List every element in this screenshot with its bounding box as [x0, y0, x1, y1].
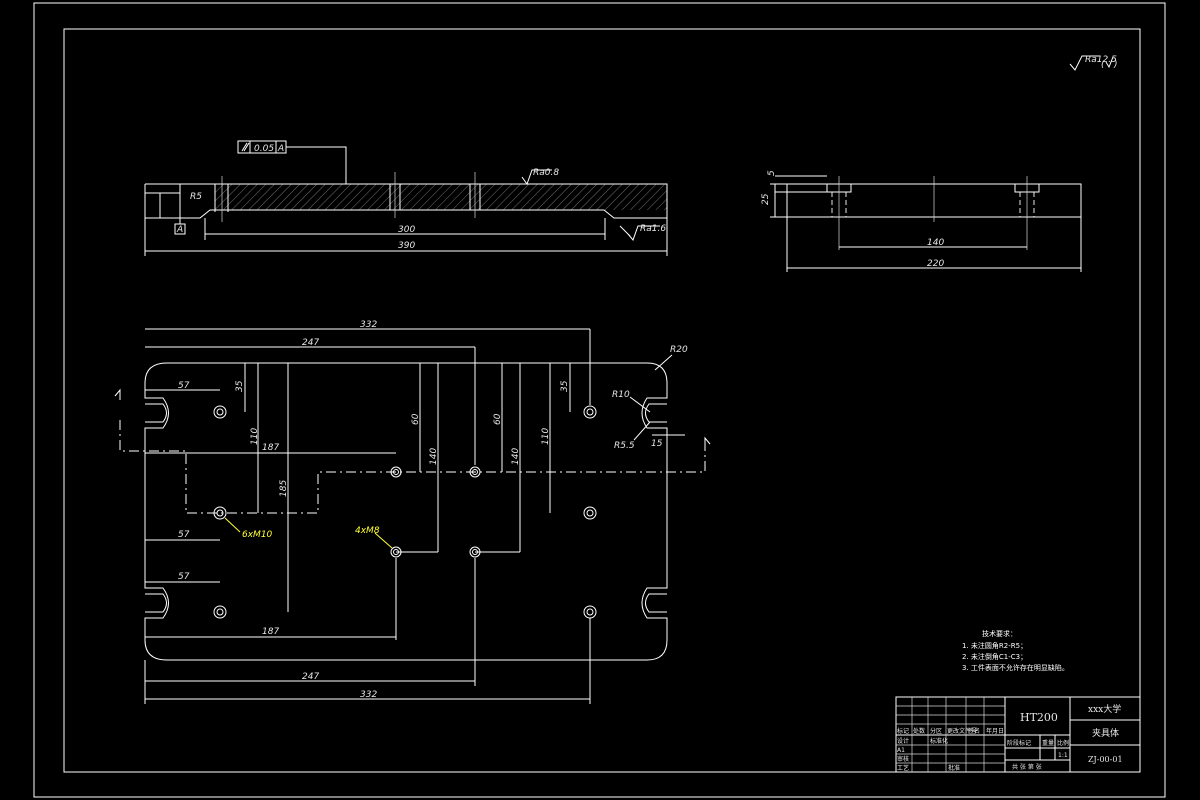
parallel-tolerance-value: 0.05 — [254, 144, 274, 154]
svg-text:): ) — [1113, 60, 1118, 70]
dim-5: 5 — [767, 170, 777, 176]
dim-57-c: 57 — [178, 572, 190, 582]
dim-15: 15 — [651, 439, 663, 449]
dim-247-top: 247 — [302, 338, 319, 348]
radius-r5-5: R5.5 — [614, 441, 635, 451]
tech-notes-title: 技术要求： — [982, 629, 1017, 638]
dim-140-b: 140 — [511, 448, 521, 465]
dim-187-b: 187 — [262, 627, 279, 637]
dim-110-right: 110 — [541, 428, 551, 445]
dim-220: 220 — [927, 259, 944, 269]
dim-35-right: 35 — [560, 380, 570, 392]
dim-140-a: 140 — [429, 448, 439, 465]
dim-187-a: 187 — [262, 443, 279, 453]
tb-label-approve: 批准 — [948, 764, 960, 772]
outer-frame — [33, 2, 1166, 798]
dim-247-bottom: 247 — [302, 672, 319, 682]
dim-390: 390 — [398, 241, 415, 251]
side-view: 25 5 140 220 — [761, 170, 1082, 272]
tb-school: xxx大学 — [1088, 703, 1121, 715]
dim-60-b: 60 — [493, 413, 503, 425]
dim-60-a: 60 — [411, 413, 421, 425]
dim-35-left: 35 — [235, 380, 245, 392]
tb-header-zone: 分区 — [930, 727, 942, 735]
top-section-view: 0.05 A A R5 Ra0.8 Ra1.6 300 390 — [144, 140, 668, 256]
tb-header-date: 年月日 — [986, 727, 1004, 735]
dim-57-b: 57 — [178, 530, 190, 540]
dim-25: 25 — [761, 193, 771, 205]
tb-material: HT200 — [1020, 711, 1058, 724]
dim-332-bottom: 332 — [360, 690, 377, 700]
tb-scale-label: 比例 — [1057, 739, 1069, 747]
dim-57-a: 57 — [178, 381, 190, 391]
datum-a-label: A — [176, 225, 183, 235]
inner-frame — [63, 28, 1141, 773]
tb-header-mark: 标记 — [897, 727, 909, 735]
tb-scale: 1:1 — [1058, 752, 1068, 759]
tb-weight: 重量 — [1042, 739, 1054, 747]
dim-332-top: 332 — [360, 320, 377, 330]
tb-header-sign: 签名 — [968, 727, 980, 735]
tech-note-2: 2. 未注倒角C1-C3； — [962, 652, 1027, 661]
tech-note-3: 3. 工件表面不允许存在明显缺陷。 — [962, 663, 1069, 672]
tb-part-name: 夹具体 — [1092, 727, 1119, 739]
tb-sheet: 共 张 第 张 — [1012, 763, 1042, 771]
tech-note-1: 1. 未注圆角R2-R5； — [962, 641, 1027, 650]
title-block: 标记 处数 分区 更改文件号 签名 年月日 设计 A1 审核 工艺 标准化 批准… — [895, 696, 1141, 773]
tb-header-change: 更改文件号 — [947, 727, 977, 735]
tb-row-review: 审核 — [897, 755, 909, 763]
plan-view: 332 247 57 57 57 187 187 247 332 35 110 … — [114, 320, 711, 704]
tb-row-process: 工艺 — [897, 764, 909, 772]
thread-4xm8-label: 4xM8 — [355, 526, 380, 536]
tb-label-standard: 标准化 — [930, 737, 948, 745]
dim-140-side: 140 — [927, 238, 944, 248]
tb-row-a1: A1 — [897, 747, 905, 754]
dim-185: 185 — [279, 480, 289, 497]
tb-drawing-no: ZJ-00-01 — [1088, 755, 1123, 764]
svg-text:(: ( — [1101, 60, 1105, 70]
tb-stage-mark: 阶段标记 — [1007, 739, 1031, 747]
radius-r10: R10 — [612, 390, 630, 400]
tb-header-count: 处数 — [913, 727, 925, 735]
hole-group — [213, 405, 597, 619]
roughness-bottom-label: Ra1.6 — [640, 224, 666, 234]
roughness-symbol-global: Ra12.5 ( ) — [1069, 55, 1118, 71]
technical-notes: 技术要求： 1. 未注圆角R2-R5； 2. 未注倒角C1-C3； 3. 工件表… — [962, 629, 1069, 672]
roughness-global-label: Ra12.5 — [1085, 55, 1117, 65]
parallel-tolerance-datum: A — [277, 144, 284, 154]
thread-6xm10-label: 6xM10 — [242, 530, 273, 540]
radius-r5: R5 — [190, 192, 202, 202]
dim-110-left: 110 — [250, 428, 260, 445]
roughness-top-label: Ra0.8 — [533, 168, 559, 178]
dim-300: 300 — [398, 225, 415, 235]
tb-row-design: 设计 — [897, 737, 909, 745]
radius-r20: R20 — [670, 345, 688, 355]
